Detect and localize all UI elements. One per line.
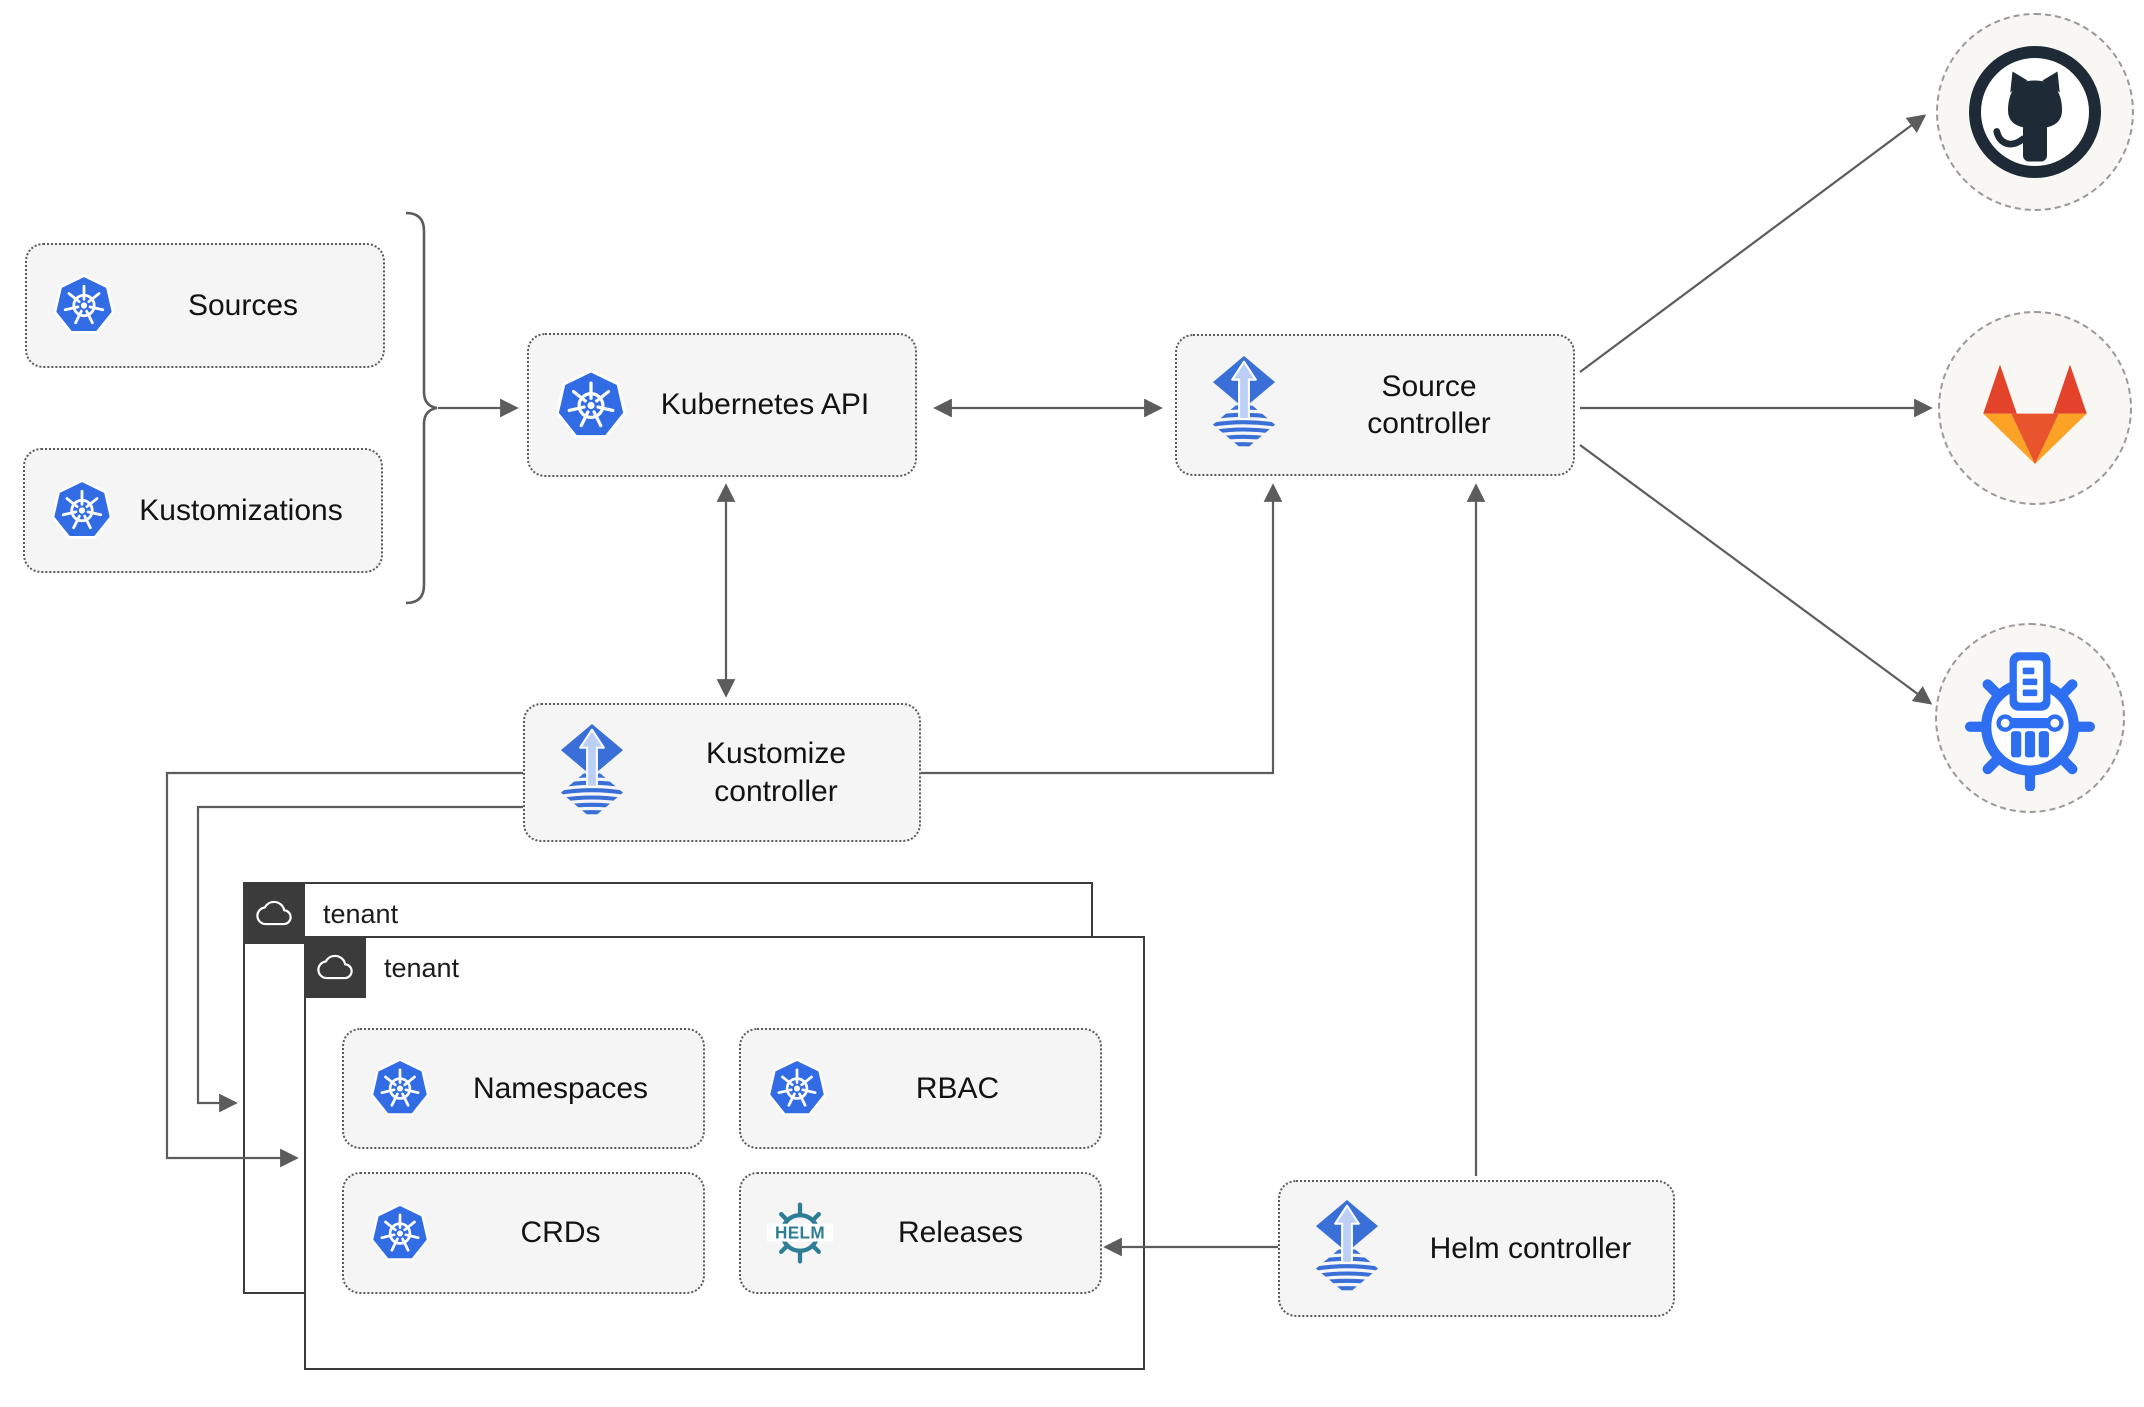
node-kubernetes-api: Kubernetes API xyxy=(527,333,917,477)
gitlab-icon xyxy=(1965,349,2105,467)
flux-icon xyxy=(1306,1200,1388,1298)
flux-icon xyxy=(1203,356,1285,454)
node-crds: CRDs xyxy=(342,1172,705,1294)
node-helm-controller-label: Helm controller xyxy=(1429,1231,1632,1265)
node-namespaces-label: Namespaces xyxy=(472,1071,649,1105)
target-github xyxy=(1936,13,2134,211)
node-releases: Releases xyxy=(739,1172,1102,1294)
kubernetes-icon xyxy=(370,1202,430,1265)
node-kustomizations-label: Kustomizations xyxy=(139,493,343,527)
node-helm-controller: Helm controller xyxy=(1278,1180,1675,1317)
kubernetes-icon xyxy=(555,368,627,443)
sources-group-bracket xyxy=(405,211,438,605)
node-namespaces: Namespaces xyxy=(342,1028,705,1149)
edge-source-controller-to-github xyxy=(1579,114,1927,373)
node-rbac-label: RBAC xyxy=(915,1071,1000,1105)
edge-source-controller-to-chartmuseum xyxy=(1579,444,1933,705)
node-kustomizations: Kustomizations xyxy=(23,448,383,573)
node-kustomize-controller-label: Kustomize controller xyxy=(705,737,847,808)
target-chartmuseum xyxy=(1935,623,2125,813)
tenant-group-front: tenant Namespaces RBAC CRDs Releases xyxy=(304,936,1145,1370)
chartmuseum-icon xyxy=(1957,645,2103,791)
kubernetes-icon xyxy=(53,273,115,338)
node-source-controller: Source controller xyxy=(1175,334,1575,476)
kubernetes-icon xyxy=(370,1057,430,1120)
node-sources: Sources xyxy=(25,243,385,368)
node-sources-label: Sources xyxy=(187,288,299,322)
node-kustomize-controller: Kustomize controller xyxy=(523,703,921,842)
kubernetes-icon xyxy=(767,1057,827,1120)
node-kubernetes-api-label: Kubernetes API xyxy=(660,388,870,422)
cloud-icon xyxy=(243,882,305,944)
helm-icon xyxy=(767,1200,833,1266)
tenant-front-label: tenant xyxy=(384,952,460,983)
github-icon xyxy=(1960,37,2110,187)
node-rbac: RBAC xyxy=(739,1028,1102,1149)
flux-icon xyxy=(551,724,633,822)
tenant-back-label: tenant xyxy=(323,898,399,929)
cloud-icon xyxy=(304,936,366,998)
node-source-controller-label: Source controller xyxy=(1367,369,1491,441)
node-crds-label: CRDs xyxy=(520,1216,601,1250)
edge-kustomize-controller-to-source-controller xyxy=(921,483,1283,775)
kubernetes-icon xyxy=(51,478,113,543)
node-releases-label: Releases xyxy=(897,1216,1024,1250)
target-gitlab xyxy=(1938,311,2132,505)
